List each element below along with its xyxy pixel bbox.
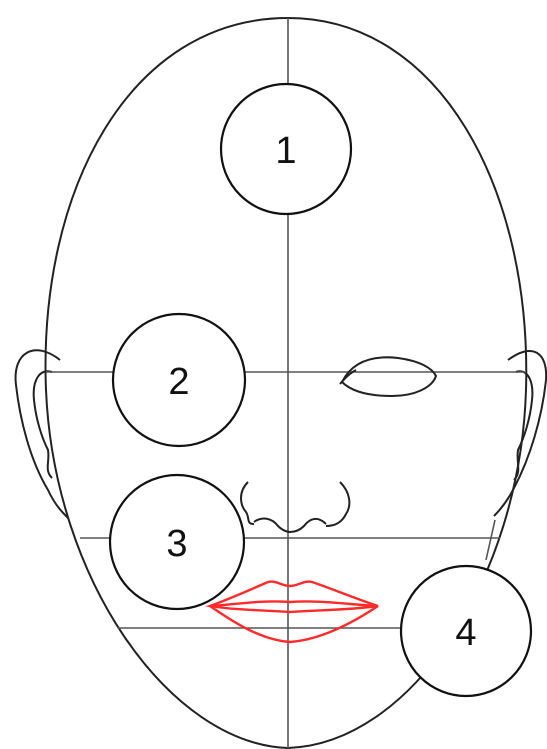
callout-4: 4 — [401, 566, 531, 696]
nose-left-nostril — [254, 519, 290, 532]
nose-left-side — [241, 482, 254, 524]
upper-lip — [210, 582, 378, 612]
lip-line — [212, 601, 376, 606]
callout-1-label: 1 — [275, 130, 296, 172]
right-ear — [494, 351, 546, 516]
callout-4-label: 4 — [455, 612, 476, 654]
callout-3-label: 3 — [166, 523, 187, 565]
callout-2: 2 — [113, 314, 245, 446]
nose-right-side — [326, 482, 349, 526]
callout-2-label: 2 — [168, 361, 189, 403]
nose-right-nostril — [290, 519, 326, 532]
callout-1: 1 — [221, 84, 351, 214]
right-eye — [342, 357, 436, 396]
callout-3: 3 — [110, 475, 244, 609]
